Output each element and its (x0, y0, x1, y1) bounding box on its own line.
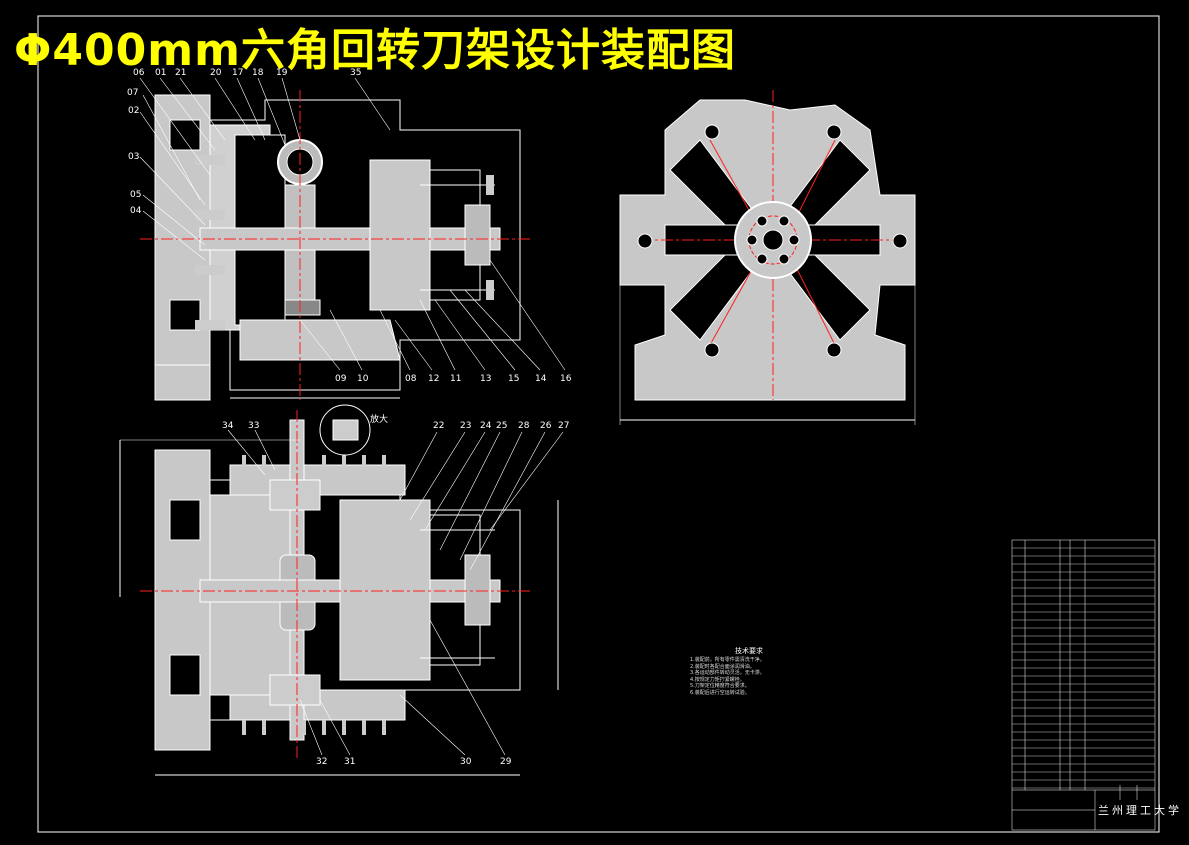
tech-requirements-title: 技术要求 (735, 647, 763, 655)
top-view-callout: 15 (508, 374, 520, 384)
top-view-callout: 19 (276, 68, 288, 78)
bottom-view-callout: 30 (460, 757, 472, 767)
top-view-callout: 05 (130, 190, 142, 200)
top-view-callout: 07 (127, 88, 139, 98)
bottom-view-callout: 25 (496, 421, 508, 431)
parts-list (1011, 539, 1156, 831)
top-view-callout: 14 (535, 374, 547, 384)
tech-item: 1.装配前，所有零件需清洗干净。 (690, 657, 765, 663)
detail-label: 放大 (370, 415, 389, 425)
top-view-callout: 13 (480, 374, 492, 384)
top-view-callout: 35 (350, 68, 362, 78)
bottom-view-callout: 33 (248, 421, 260, 431)
top-view-callout: 20 (210, 68, 222, 78)
tech-item: 4.按规定力矩拧紧螺栓。 (690, 676, 745, 683)
parts-list-rows (1012, 547, 1155, 789)
top-view-callout: 08 (405, 374, 417, 384)
top-view-callout: 16 (560, 374, 572, 384)
bottom-view-callout: 24 (480, 421, 492, 431)
tech-item: 5.刀架定位精度符合要求。 (690, 683, 750, 689)
top-view-callout: 10 (357, 374, 369, 384)
top-view-callout: 11 (450, 374, 462, 384)
bottom-view-callout: 31 (344, 757, 356, 767)
top-view-callout: 06 (133, 68, 145, 78)
tech-item: 6.装配后进行空运转试验。 (690, 689, 750, 696)
bottom-view-callout: 32 (316, 757, 328, 767)
top-view-callout: 18 (252, 68, 264, 78)
drawing-title: Φ400mm六角回转刀架设计装配图 (14, 25, 736, 76)
tech-requirements-list: 1.装配前，所有零件需清洗干净。 2.装配时各配合面涂润滑油。 3.各运动部件转… (690, 657, 765, 696)
section-view-bottom (119, 404, 559, 776)
leader-lines-top (139, 77, 566, 371)
top-view-callout: 02 (128, 106, 140, 116)
top-view-callout: 12 (428, 374, 440, 384)
bottom-view-callout: 34 (222, 421, 234, 431)
drawing-frame (37, 15, 1160, 833)
tech-item: 2.装配时各配合面涂润滑油。 (690, 663, 755, 670)
top-view-callout: 21 (175, 68, 187, 78)
school-name: 兰州理工大学 (1098, 804, 1182, 817)
bottom-view-callout: 28 (518, 421, 530, 431)
leader-lines-bottom (227, 429, 564, 756)
section-view-top (140, 90, 530, 401)
top-view-callout: 04 (130, 206, 142, 216)
top-view-callout: 01 (155, 68, 167, 78)
bottom-view-callout: 27 (558, 421, 570, 431)
bottom-view-callout: 26 (540, 421, 552, 431)
end-view (619, 90, 916, 425)
bottom-view-callout: 29 (500, 757, 512, 767)
bottom-view-callout: 23 (460, 421, 472, 431)
top-view-callout: 17 (232, 68, 244, 78)
bottom-view-callout: 22 (433, 421, 445, 431)
tech-item: 3.各运动部件转动灵活，无卡滞。 (690, 670, 765, 676)
top-view-callout: 09 (335, 374, 347, 384)
top-view-callout: 03 (128, 152, 140, 162)
